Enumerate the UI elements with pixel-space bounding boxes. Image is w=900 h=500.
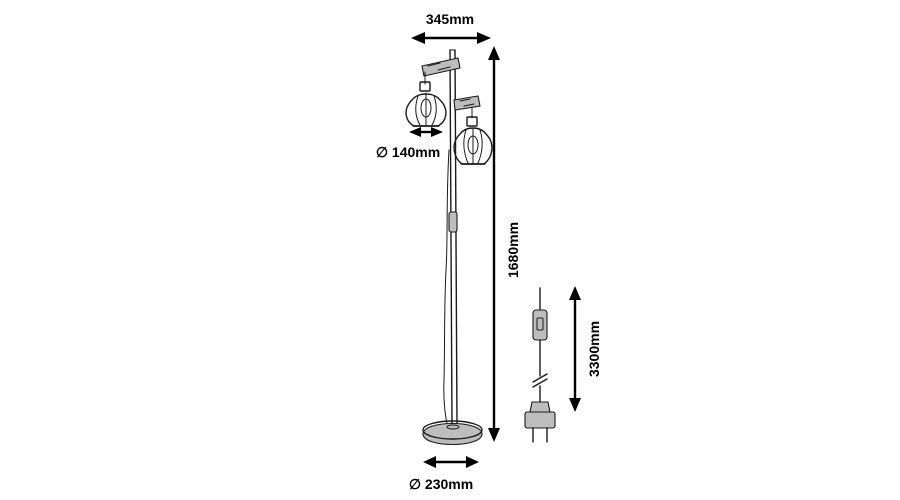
cable-length-arrow — [569, 286, 581, 412]
lower-arm — [453, 95, 481, 119]
base-diameter-label: ∅ 230mm — [409, 476, 473, 492]
floor-lamp-illustration — [405, 49, 493, 446]
lamp-cord — [443, 149, 450, 429]
width-dimension-label: 345mm — [426, 11, 474, 27]
width-dimension-arrow — [411, 32, 491, 44]
cable-length-label: 3300mm — [586, 321, 602, 377]
lamp-pole — [449, 49, 458, 426]
inline-switch — [448, 211, 458, 233]
cable-switch — [532, 309, 548, 341]
height-dimension-arrow — [488, 46, 500, 442]
shade-diameter-arrow — [409, 127, 443, 137]
lamp-base — [422, 420, 483, 446]
upper-arm — [421, 57, 461, 85]
lower-lamp-shade — [453, 116, 493, 165]
upper-lamp-shade — [405, 81, 447, 127]
power-cable-plug-illustration — [524, 287, 556, 443]
shade-diameter-label: ∅ 140mm — [376, 144, 440, 160]
base-diameter-arrow — [423, 456, 479, 468]
height-dimension-label: 1680mm — [505, 222, 521, 278]
